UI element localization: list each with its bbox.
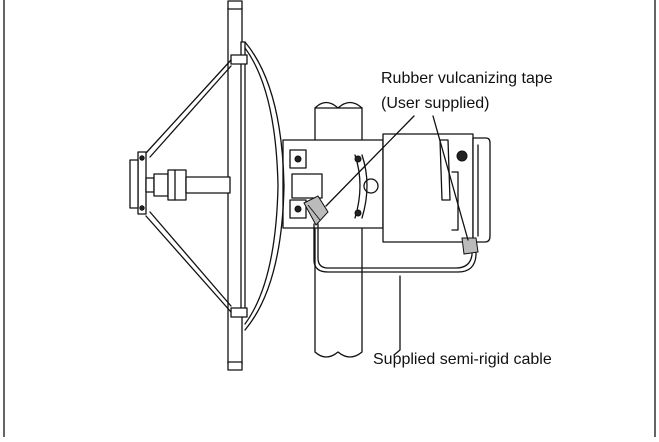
mounting-bracket <box>282 139 384 229</box>
odu-screw-icon <box>456 150 468 162</box>
antenna-connector <box>303 195 329 226</box>
dish-antenna <box>227 0 285 371</box>
odu-connector <box>461 237 479 255</box>
semi-rigid-cable <box>303 195 479 273</box>
tape-label-line2: (User supplied) <box>381 95 489 112</box>
outdoor-unit <box>382 133 491 243</box>
feed-assembly <box>129 151 231 215</box>
cable-label: Supplied semi-rigid cable <box>373 351 552 368</box>
tape-label-line1: Rubber vulcanizing tape <box>381 70 553 87</box>
feed-struts <box>145 59 232 313</box>
leader-lines <box>325 115 469 356</box>
